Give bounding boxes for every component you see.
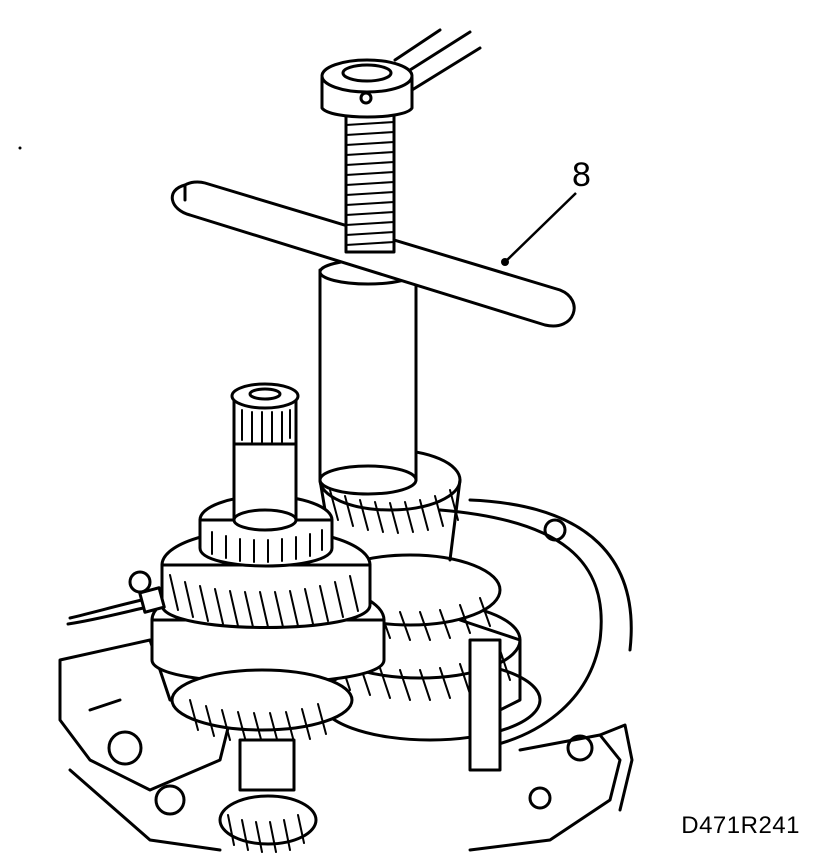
mainshaft-gear-assembly — [150, 382, 386, 853]
press-sleeve-tool — [318, 258, 418, 496]
callout-8: 8 — [501, 156, 591, 266]
figure-code: D471R241 — [681, 812, 800, 839]
callout-number: 8 — [572, 156, 591, 194]
gearbox-case — [58, 498, 634, 852]
crossbar-tool — [171, 180, 576, 328]
selector-fork — [66, 570, 166, 626]
bolt-tool — [320, 28, 482, 254]
speck — [18, 146, 22, 150]
